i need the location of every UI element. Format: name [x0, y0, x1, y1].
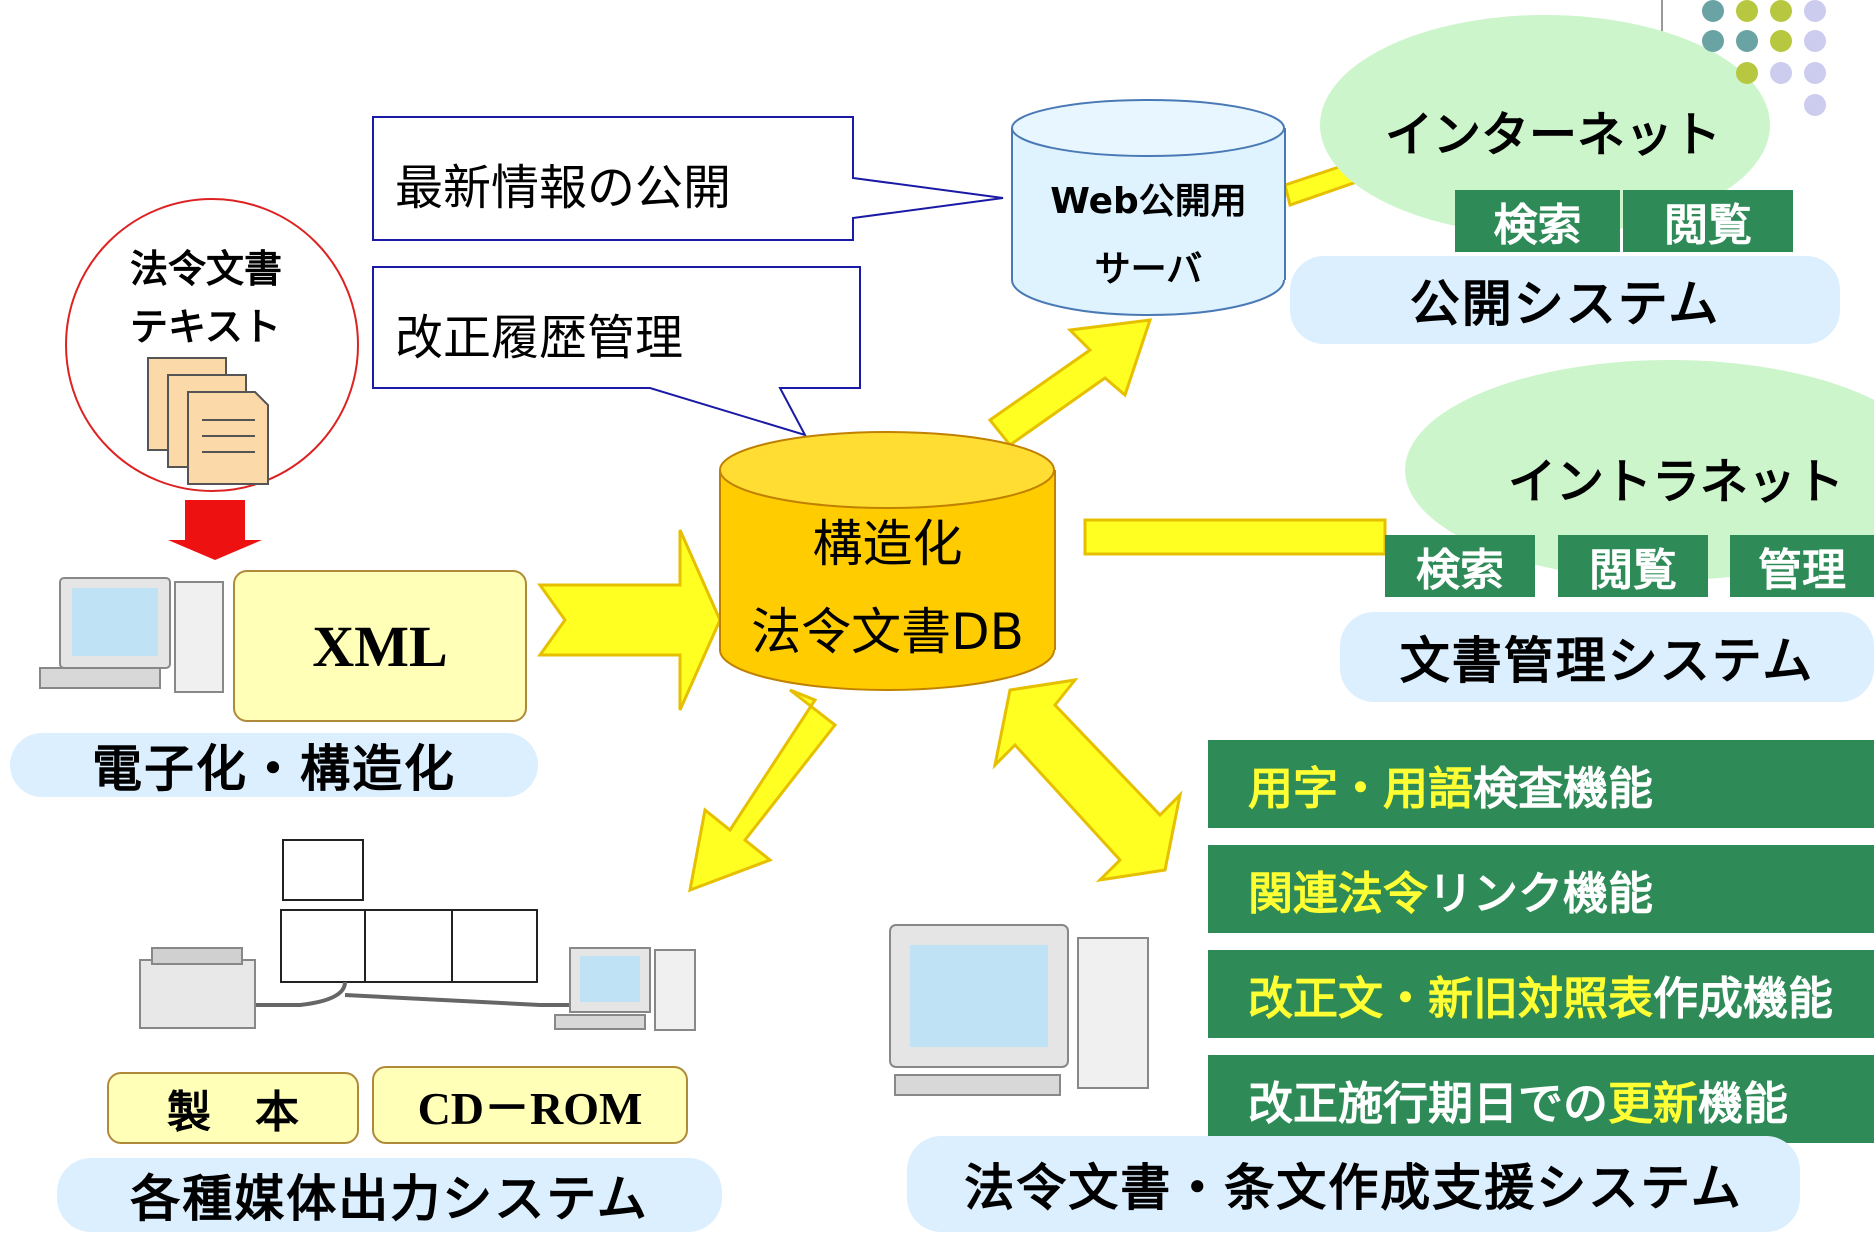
internet-tab-browse[interactable]: 閲覧	[1623, 190, 1793, 252]
callout-revision-history: 改正履歴管理	[395, 310, 684, 366]
intranet-tab-search[interactable]: 検索	[1385, 535, 1535, 597]
digitize-label: 電子化・構造化	[10, 733, 538, 798]
callout-revision-history-shape	[372, 266, 861, 437]
decorative-dot	[1804, 0, 1826, 22]
web-server-label: Web公開用 サーバ	[1050, 181, 1247, 290]
computer-digitize-icon	[39, 577, 224, 693]
intranet-tab-browse[interactable]: 閲覧	[1558, 535, 1708, 597]
arrow-db-to-media	[688, 688, 838, 893]
public-system-label: 公開システム	[1290, 256, 1840, 344]
drafting-support-system-label: 法令文書・条文作成支援システム	[907, 1136, 1800, 1232]
decorative-dot	[1770, 62, 1792, 84]
arrow-db-to-webserver	[987, 318, 1153, 448]
web-server-cylinder	[1011, 99, 1286, 316]
decorative-dot	[1702, 30, 1724, 52]
red-down-arrow	[168, 500, 262, 560]
decorative-dot	[1736, 30, 1758, 52]
callout-latest-info-shape	[372, 116, 1004, 241]
intranet-label: イントラネット	[1508, 454, 1845, 510]
feature-amendment-comparison: 改正文・新旧対照表作成機能	[1208, 950, 1874, 1038]
structured-db-label: 構造化 法令文書DB	[751, 515, 1024, 661]
intranet-tab-manage[interactable]: 管理	[1730, 535, 1874, 597]
document-management-system-label: 文書管理システム	[1340, 612, 1874, 702]
source-document-title: 法令文書 テキスト	[130, 247, 283, 349]
internet-cloud	[1320, 15, 1770, 235]
decorative-dot	[1736, 0, 1758, 22]
cdrom-box: CD－ROM	[372, 1066, 688, 1144]
decorative-dot	[1770, 30, 1792, 52]
computer-support-icon	[889, 924, 1149, 1096]
internet-tab-search[interactable]: 検索	[1455, 190, 1620, 252]
feature-related-law-link: 関連法令リンク機能	[1208, 845, 1874, 933]
arrow-db-to-intranet	[1083, 518, 1387, 556]
arrow-xml-to-db	[537, 529, 722, 711]
xml-box: XML	[233, 570, 527, 722]
decorative-dot	[1702, 0, 1724, 22]
media-output-devices-icon	[139, 839, 696, 1031]
media-output-system-label: 各種媒体出力システム	[57, 1158, 722, 1232]
feature-character-term-check: 用字・用語検査機能	[1208, 740, 1874, 828]
decorative-dot	[1736, 62, 1758, 84]
arrow-db-to-support	[992, 677, 1183, 883]
decorative-dot	[1770, 0, 1792, 22]
internet-label: インターネット	[1385, 107, 1722, 163]
decorative-dot	[1804, 94, 1826, 116]
db-cylinder	[719, 431, 1056, 691]
decorative-dot	[1804, 62, 1826, 84]
binding-box: 製 本	[107, 1072, 359, 1144]
document-stack-icon	[147, 357, 269, 485]
decorative-dot	[1804, 30, 1826, 52]
intranet-cloud	[1405, 360, 1874, 580]
source-circle	[65, 198, 359, 492]
callout-latest-info: 最新情報の公開	[395, 160, 732, 216]
feature-effective-date-update: 改正施行期日での更新機能	[1208, 1055, 1874, 1143]
